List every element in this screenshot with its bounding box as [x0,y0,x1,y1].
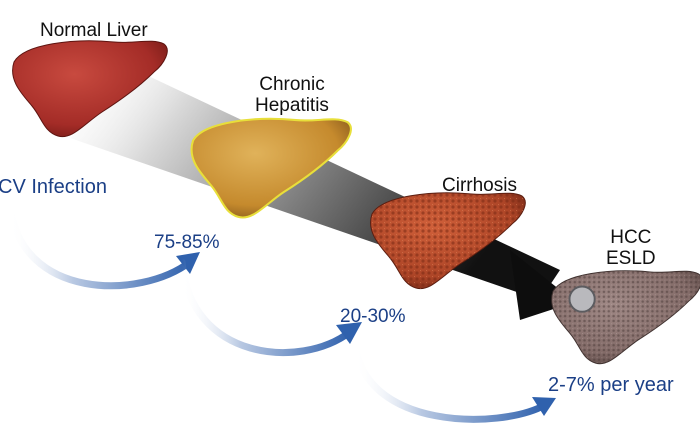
hcc-label: HCC [610,227,652,248]
curve-arrow-to-hcc [351,336,549,423]
normal-liver-label: Normal Liver [40,20,148,41]
curve-arrowhead-to-hcc [532,397,556,416]
rate-to-hcc-label: 2-7% per year [548,374,674,396]
infection-label: CV Infection [0,176,107,198]
curve-arrow-to-chronic [6,201,194,290]
cirrhosis-label: Cirrhosis [442,175,517,196]
esld-label: ESLD [606,248,656,270]
curve-arrowhead-to-cirrhosis [336,322,362,344]
curve-arrowhead-to-chronic [176,252,200,274]
chronic-hepatitis-label: Chronic Hepatitis [255,74,329,117]
tumor-nodule [568,285,596,313]
rate-to-cirrhosis-label: 20-30% [340,306,406,327]
curve-arrow-to-cirrhosis [178,258,354,357]
chronic-hepatitis-label-line2: Hepatitis [255,95,329,117]
hcc-esld-label: HCC ESLD [606,227,656,270]
chronic-hepatitis-label-line1: Chronic [259,74,325,95]
rate-to-chronic-label: 75-85% [154,232,220,253]
progression-curves [6,201,556,423]
hcc-liver-illustration [551,270,700,365]
